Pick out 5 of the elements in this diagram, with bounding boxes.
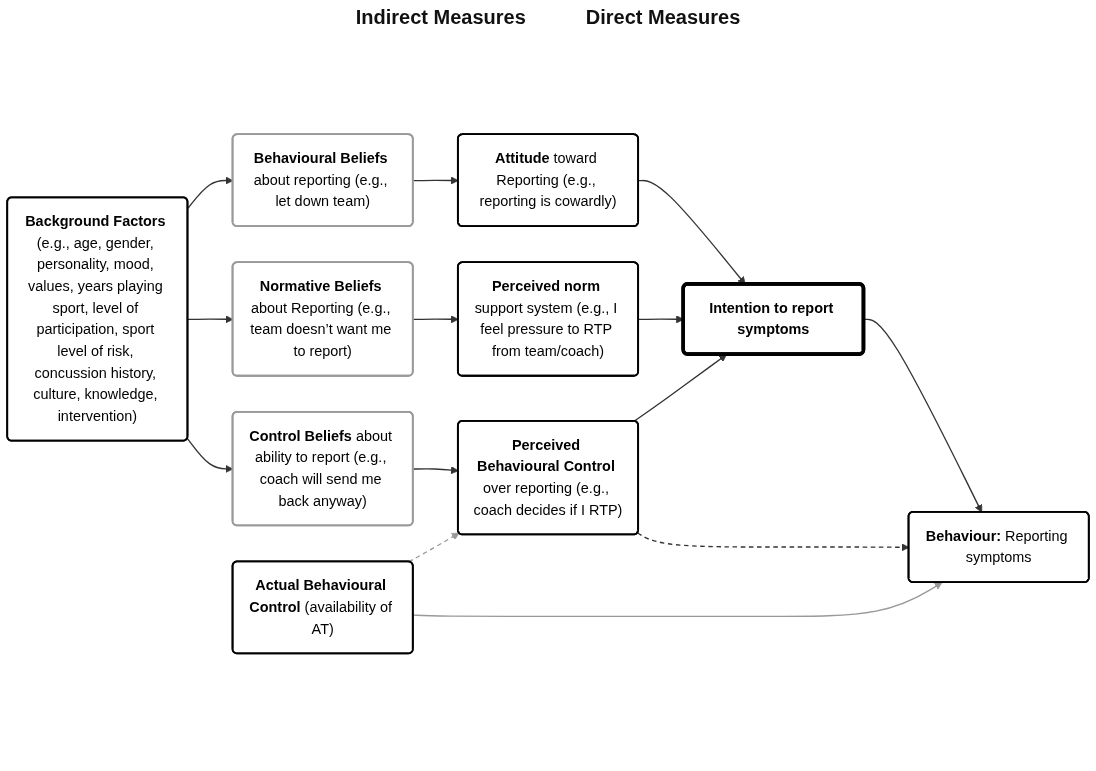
column-heading: Direct Measures	[585, 6, 741, 29]
column-heading: Indirect Measures	[355, 6, 526, 29]
arrow	[412, 582, 943, 618]
arrow	[408, 532, 460, 563]
arrow	[633, 354, 727, 423]
